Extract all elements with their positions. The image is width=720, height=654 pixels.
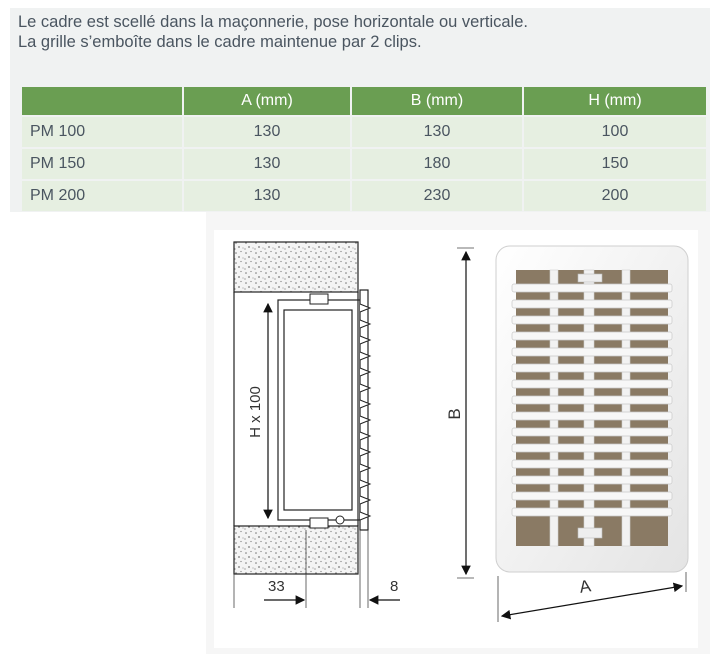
intro-line-2: La grille s’emboîte dans le cadre mainte… <box>18 33 422 51</box>
cell-h: 200 <box>524 181 706 211</box>
cell-b: 180 <box>352 149 522 179</box>
cell-h: 150 <box>524 149 706 179</box>
table-row: PM 150 130 180 150 <box>22 149 706 179</box>
dim-A-label: A <box>578 576 593 597</box>
table-row: PM 200 130 230 200 <box>22 181 706 211</box>
grille-illustration: B <box>445 245 689 622</box>
section-view: H x 100 33 8 <box>233 241 400 608</box>
intro-text: Le cadre est scellé dans la maçonnerie, … <box>18 12 702 52</box>
cell-b: 130 <box>352 117 522 147</box>
technical-drawing: H x 100 33 8 B <box>214 230 698 648</box>
header-h: H (mm) <box>524 87 706 115</box>
section-height-label: H x 100 <box>247 386 264 438</box>
louver-profile <box>359 303 372 521</box>
cell-model: PM 150 <box>22 149 182 179</box>
dim-B-label: B <box>445 408 464 419</box>
cell-a: 130 <box>184 149 350 179</box>
cell-a: 130 <box>184 181 350 211</box>
dim-8-label: 8 <box>390 578 398 595</box>
technical-drawing-panel: H x 100 33 8 B <box>206 212 710 654</box>
spec-panel: Le cadre est scellé dans la maçonnerie, … <box>10 8 710 212</box>
grille-louvers <box>511 283 673 517</box>
cell-a: 130 <box>184 117 350 147</box>
header-b: B (mm) <box>352 87 522 115</box>
header-blank <box>22 87 182 115</box>
table-header-row: A (mm) B (mm) H (mm) <box>22 87 706 115</box>
drawing-svg: H x 100 33 8 B <box>233 241 689 622</box>
cell-model: PM 200 <box>22 181 182 211</box>
cell-h: 100 <box>524 117 706 147</box>
dimensions-table: A (mm) B (mm) H (mm) PM 100 130 130 100 … <box>20 85 708 213</box>
cell-model: PM 100 <box>22 117 182 147</box>
header-a: A (mm) <box>184 87 350 115</box>
dim-33-label: 33 <box>268 578 285 595</box>
cell-b: 230 <box>352 181 522 211</box>
table-row: PM 100 130 130 100 <box>22 117 706 147</box>
intro-line-1: Le cadre est scellé dans la maçonnerie, … <box>18 13 528 31</box>
